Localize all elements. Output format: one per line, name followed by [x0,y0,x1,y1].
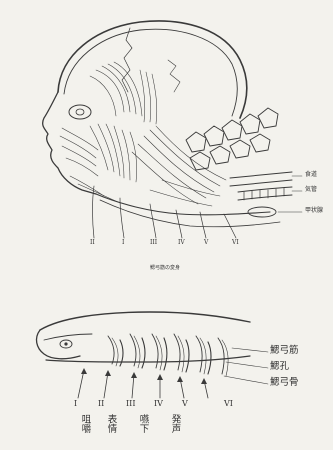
nerve-numeral: II [90,240,95,246]
nerve-numeral: IV [178,240,185,246]
arch-numeral: VI [224,400,233,408]
nerve-numeral: V [204,240,208,246]
nerve-numeral: III [150,240,157,246]
arch-numeral: I [74,400,77,408]
top-figure-caption: 鰓弓筋の変身 [150,266,180,271]
function-label-expression: 表情 [106,414,116,433]
label-thyroid: 甲状腺 [305,208,323,214]
arch-numeral: III [126,400,135,408]
label-gill-arch-muscle: 鰓弓筋 [270,346,299,356]
label-esophagus: 食道 [305,172,317,178]
function-label-vocalization: 発声 [170,414,180,433]
nerve-numeral: VI [232,240,239,246]
label-trachea: 気管 [305,187,317,193]
arch-numeral: V [182,400,188,408]
label-gill-arch-bone: 鰓弓骨 [270,378,299,388]
arch-numeral: IV [154,400,163,408]
function-label-chewing: 咀嚼 [80,414,90,433]
function-label-swallowing: 嚥下 [138,414,148,433]
arch-numeral: II [98,400,104,408]
nerve-numeral: I [122,240,124,246]
label-gill-slit: 鰓孔 [270,362,289,372]
